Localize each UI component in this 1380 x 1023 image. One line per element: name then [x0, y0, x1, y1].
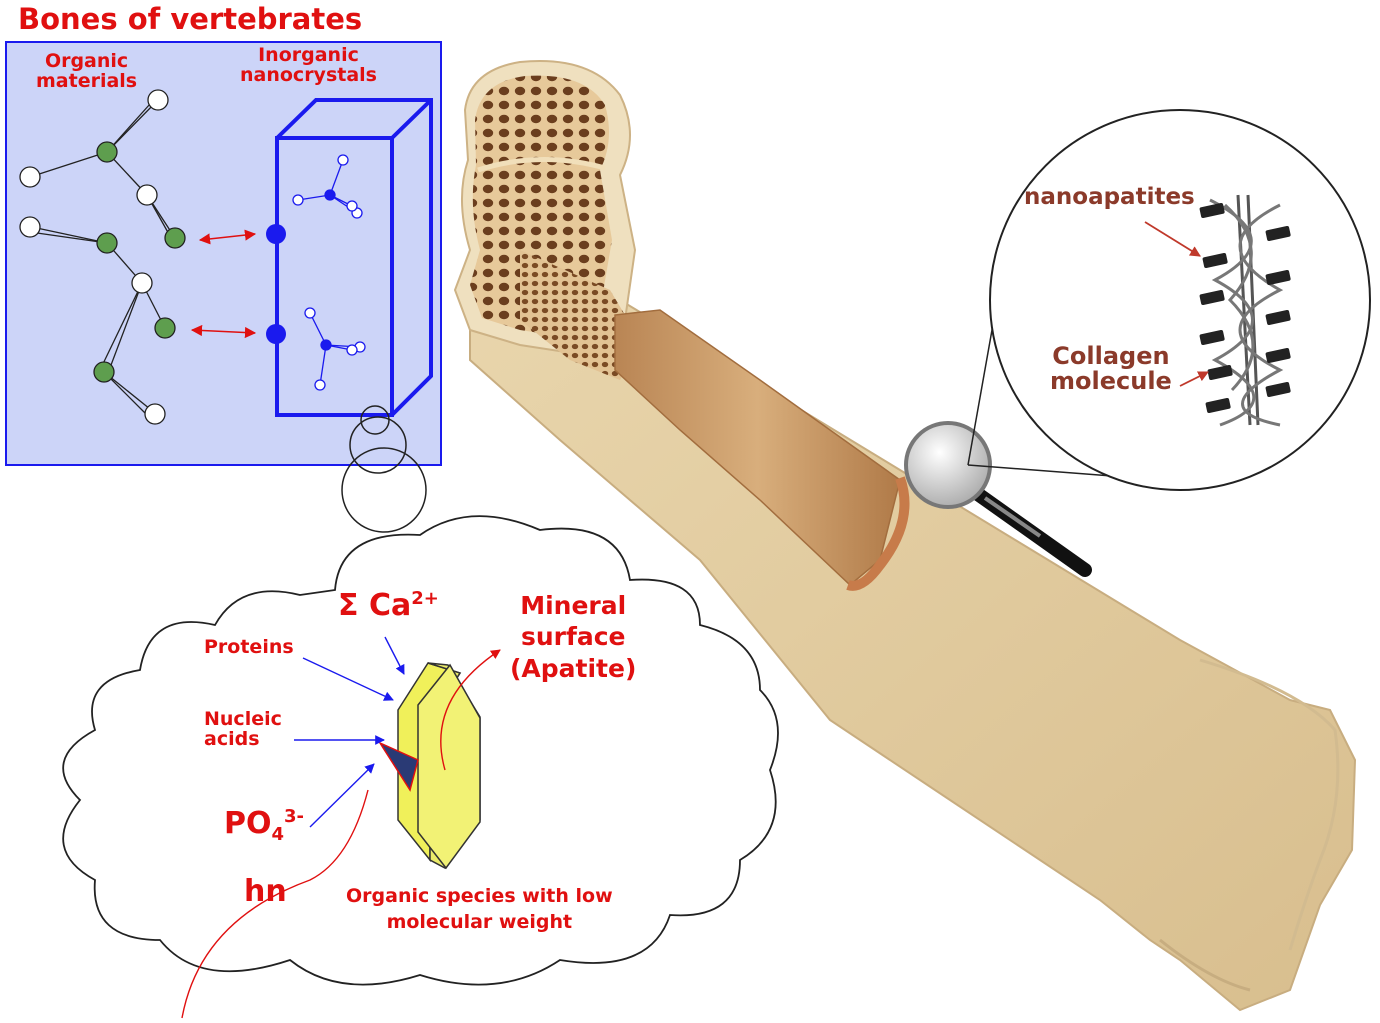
inorganic-nanocrystals-label: Inorganic nanocrystals [240, 44, 377, 86]
phosphate-groups [292, 154, 366, 391]
phosphate-label: PO43- [224, 806, 305, 845]
phosphate-subscript: 4 [271, 824, 285, 845]
diagram-title: Bones of vertebrates [18, 2, 363, 36]
calcium-symbol: Σ Ca [338, 588, 412, 623]
collagen-molecule [1209, 194, 1284, 427]
collagen-molecule-label: Collagen molecule [1050, 342, 1172, 396]
apatite-crystal [378, 662, 481, 870]
organic-species-label: Organic species with low molecular weigh… [346, 885, 613, 933]
thought-bubbles [341, 405, 427, 533]
molecular-inset [5, 41, 442, 466]
nanoapatite-crystals [1199, 202, 1291, 413]
phosphate-charge: 3- [284, 806, 305, 827]
nanocrystal-prism [275, 98, 433, 417]
reaction-arrows [181, 636, 501, 1019]
phosphate-symbol: PO [224, 806, 272, 841]
nanoapatites-label: nanoapatites [1024, 184, 1195, 210]
marrow-cavity [614, 309, 901, 587]
nucleic-acids-label: Nucleic acids [204, 708, 282, 750]
spongy-bone-neck [520, 250, 640, 380]
proteins-label: Proteins [204, 636, 294, 658]
light-energy-label: hn [244, 874, 287, 909]
organic-molecules [19, 89, 186, 425]
magnifying-glass-icon [904, 421, 1092, 577]
calcium-ion-label: Σ Ca2+ [338, 588, 439, 623]
collagen-zoom-circle [989, 109, 1371, 491]
femur-illustration [453, 60, 1357, 1012]
calcium-charge: 2+ [411, 588, 439, 609]
spongy-bone [470, 75, 612, 338]
organic-materials-label: Organic materials [36, 50, 138, 92]
mineral-surface-label: Mineral surface (Apatite) [510, 591, 637, 683]
